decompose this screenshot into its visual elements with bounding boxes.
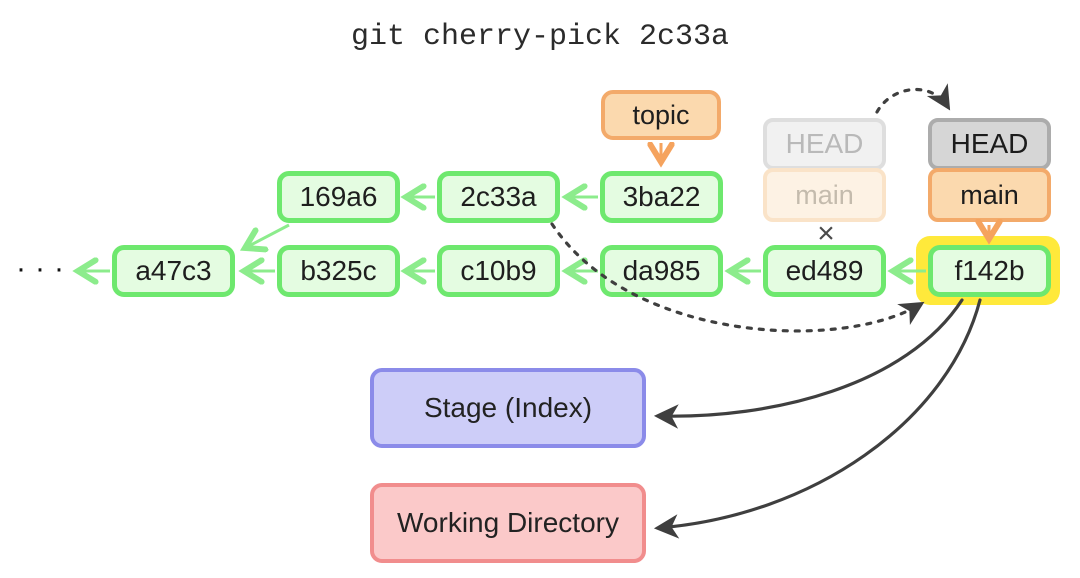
commit-ed489: ed489 — [763, 245, 886, 297]
commit-169a6: 169a6 — [277, 171, 400, 223]
new-head-box: HEAD — [928, 118, 1051, 170]
commit-a47c3: a47c3 — [112, 245, 235, 297]
diagram-title: git cherry-pick 2c33a — [350, 20, 730, 54]
commit-2c33a: 2c33a — [437, 171, 560, 223]
branch-label-topic: topic — [601, 90, 721, 140]
commit-b325c: b325c — [277, 245, 400, 297]
commit-f142b: f142b — [928, 245, 1051, 297]
commit-c10b9: c10b9 — [437, 245, 560, 297]
commit-da985: da985 — [600, 245, 723, 297]
new-main-box: main — [928, 168, 1051, 222]
arrow-f142b-to-working-directory — [653, 298, 982, 539]
edge-169a6-to-a47c3 — [245, 223, 290, 248]
working-directory-box: Working Directory — [370, 483, 646, 563]
stage-index-box: Stage (Index) — [370, 368, 646, 448]
old-head-box: HEAD — [763, 118, 886, 170]
commit-3ba22: 3ba22 — [600, 171, 723, 223]
older-commits-ellipsis: ··· — [16, 252, 73, 285]
arrow-f142b-to-stage — [653, 298, 964, 429]
old-main-box: main — [763, 168, 886, 222]
head-move-dashed-arrow — [875, 83, 951, 114]
